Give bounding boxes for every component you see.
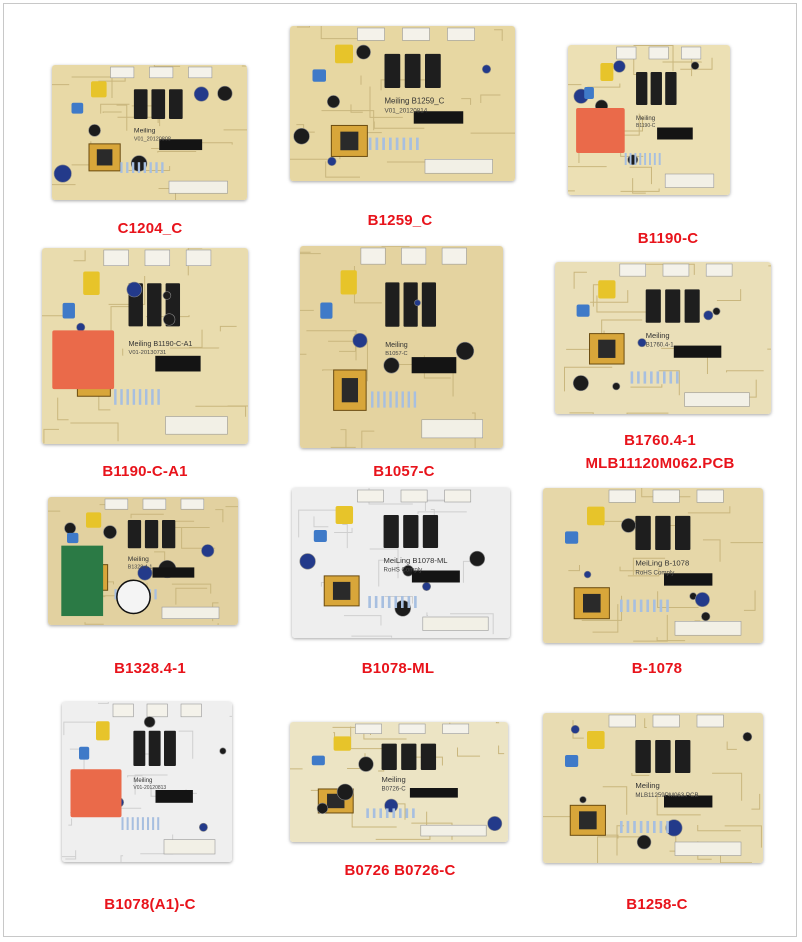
product-image-b1259[interactable]: Meiling B1259_C V01_20120814 [290,26,515,181]
board-silkscreen-subtext: RoHS Comply [635,569,675,576]
board-silkscreen-text: Meiling B1190-C-A1 [129,339,193,348]
product-label: B1259_C [367,212,433,229]
product-label: B1760.4-1 [624,432,696,449]
product-label: B-1078 [631,660,683,677]
pcb-board-illustration: Meiling B1259_C V01_20120814 [290,26,515,181]
pcb-board-illustration: MeiLing B1078-ML RoHS Comply [292,488,510,638]
board-silkscreen-text: Meiling [134,128,156,135]
board-silkscreen-text: Meiling [635,781,659,790]
product-label: B1078-ML [361,660,435,677]
product-label: B1190-C-A1 [102,463,188,480]
gallery-frame [3,3,797,937]
board-silkscreen-text: Meiling [385,341,408,349]
product-label: B1258-C [626,896,688,913]
board-silkscreen-subtext: B1760.4-1 [646,343,674,349]
board-silkscreen-text: MeiLing B-1078 [635,559,689,568]
product-label: B0726 B0726-C [344,862,456,879]
product-label: B1328.4-1 [114,660,186,677]
board-silkscreen-text: Meiling [133,778,152,784]
board-silkscreen-subtext: V01_20120814 [385,108,428,115]
product-image-b1078ml[interactable]: MeiLing B1078-ML RoHS Comply [292,488,510,638]
board-silkscreen-text: Meiling [646,331,670,340]
board-silkscreen-subtext: RoHS Comply [384,567,424,574]
product-label-secondary: MLB11120M062.PCB [585,455,735,472]
board-silkscreen-subtext: MLB11259PM063.PCB [635,792,698,799]
board-silkscreen-subtext: V01-20120813 [133,785,166,791]
board-silkscreen-subtext: B1057-C [385,351,407,357]
board-silkscreen-text: Meiling [382,775,406,784]
board-silkscreen-subtext: B1328.4-1 [128,565,153,571]
board-silkscreen-text: MeiLing B1078-ML [384,556,448,565]
board-silkscreen-subtext: V01_20120808 [134,136,171,142]
board-silkscreen-text: Meiling B1259_C [385,97,445,106]
product-label: B1057-C [373,463,435,480]
board-silkscreen-subtext: B0726-C [382,786,407,793]
board-silkscreen-subtext: B1190-C [636,123,656,129]
product-label: B1190-C [637,230,699,247]
product-label: C1204_C [117,220,183,237]
board-silkscreen-subtext: V01-20130731 [129,350,167,356]
board-silkscreen-text: Meiling [128,556,149,563]
product-label: B1078(A1)-C [104,896,196,913]
board-silkscreen-text: Meiling [636,116,655,122]
